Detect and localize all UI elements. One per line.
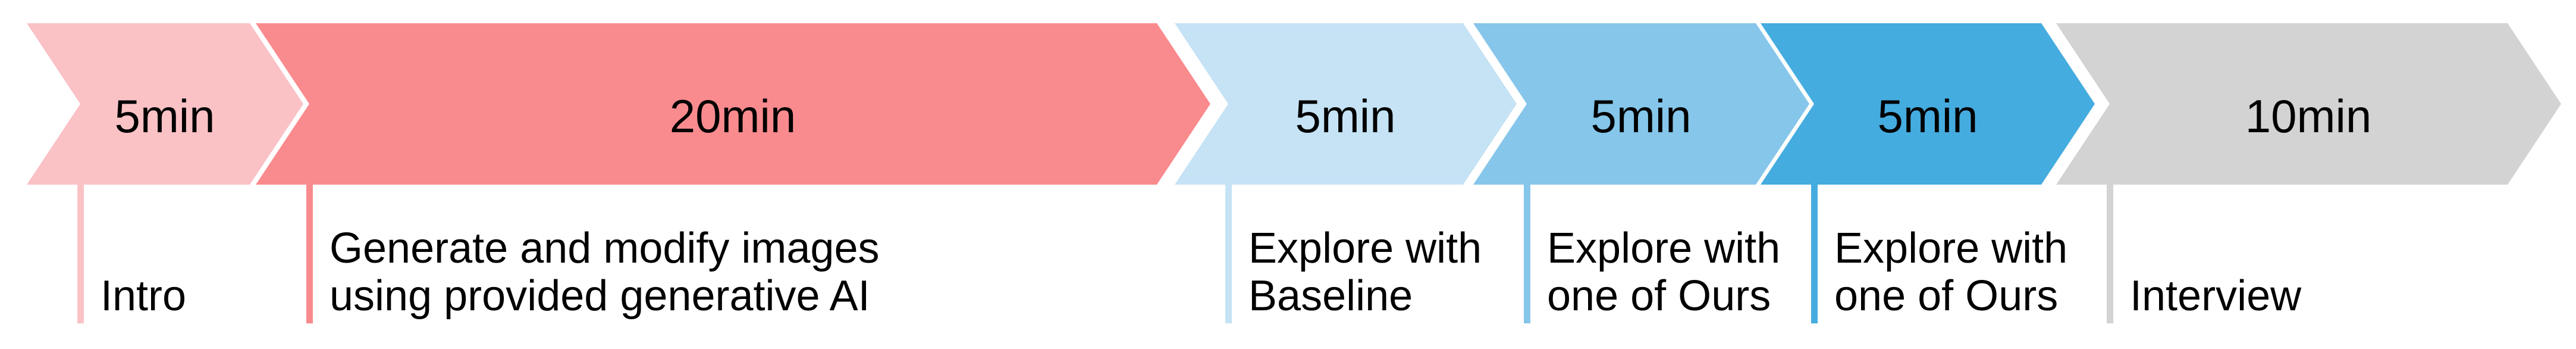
chevron-phase-1 [27, 23, 303, 185]
phase-group-interview: 10min [2056, 23, 2561, 323]
phase-group-explore-ours-2: 5min [1761, 23, 2095, 323]
tick-phase-5 [1811, 185, 1818, 323]
phase-group-generate: 20min [256, 23, 1210, 323]
phase-group-explore-baseline: 5min [1175, 23, 1517, 323]
tick-phase-2 [306, 185, 313, 323]
label-phase-1-intro: Intro [101, 272, 187, 320]
chevron-phase-6 [2056, 23, 2561, 185]
label-phase-2-generate: Generate and modify images using provide… [330, 225, 880, 320]
chevron-phase-2 [256, 23, 1210, 185]
chevron-phase-5 [1761, 23, 2095, 185]
duration-phase-4: 5min [1590, 90, 1691, 142]
tick-phase-1 [77, 185, 84, 323]
phase-group-explore-ours-1: 5min [1473, 23, 1809, 323]
duration-phase-3: 5min [1295, 90, 1395, 142]
label-phase-3-explore-baseline: Explore with Baseline [1248, 225, 1482, 320]
tick-phase-3 [1225, 185, 1232, 323]
duration-phase-2: 20min [670, 90, 796, 142]
chevron-phase-3 [1175, 23, 1517, 185]
chevron-phase-4 [1473, 23, 1809, 185]
label-phase-5-explore-ours-2: Explore with one of Ours [1834, 225, 2068, 320]
phase-group-intro: 5min [27, 23, 303, 323]
label-phase-6-interview: Interview [2130, 272, 2302, 320]
tick-phase-6 [2107, 185, 2113, 323]
duration-phase-1: 5min [114, 90, 215, 142]
duration-phase-5: 5min [1877, 90, 1978, 142]
label-phase-4-explore-ours-1: Explore with one of Ours [1547, 225, 1781, 320]
tick-phase-4 [1524, 185, 1530, 323]
duration-phase-6: 10min [2245, 90, 2371, 142]
